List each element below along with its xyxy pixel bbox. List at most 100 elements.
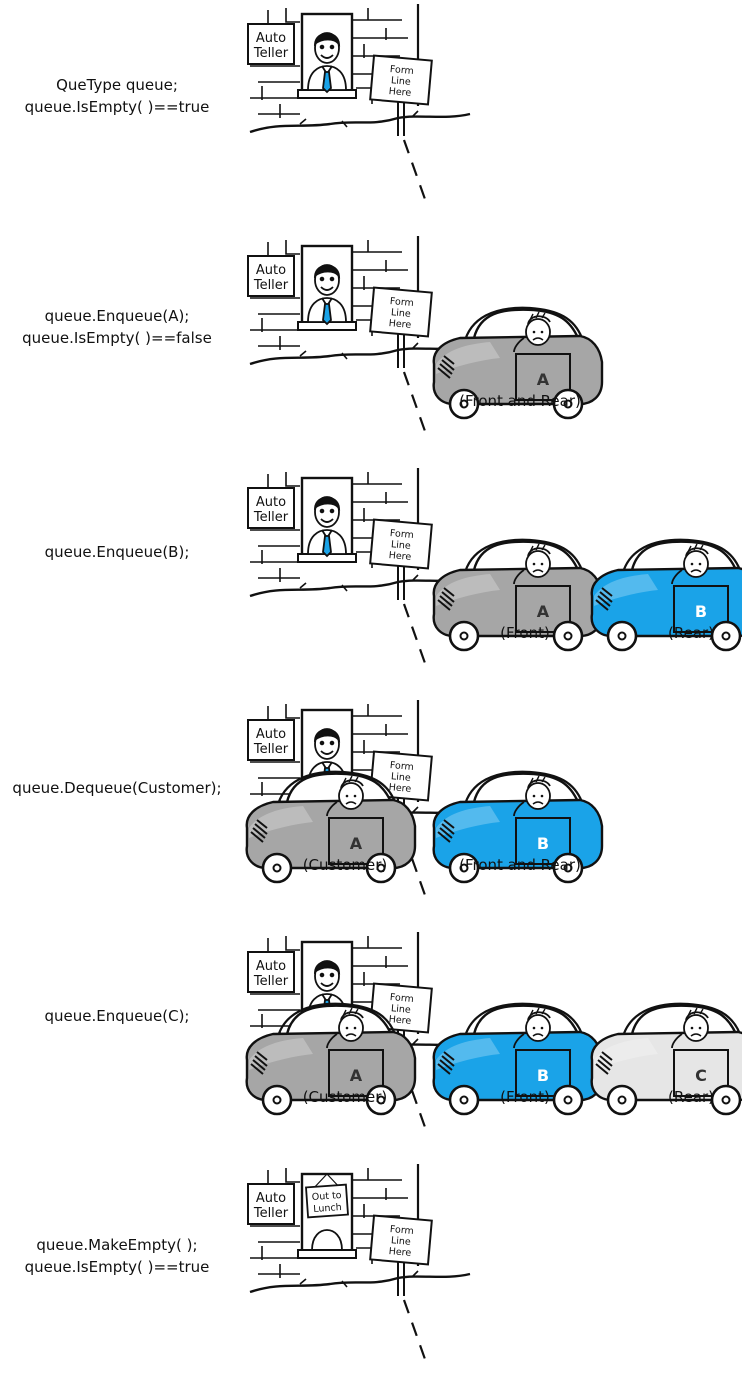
car-letter: A	[350, 1066, 363, 1085]
code-block: queue.Dequeue(Customer);	[2, 777, 232, 799]
code-line: queue.Enqueue(B);	[44, 543, 190, 561]
form-line-sign	[369, 518, 433, 570]
queue-position-label: (Front and Rear)	[459, 392, 581, 410]
code-line: queue.Enqueue(C);	[44, 1007, 190, 1025]
customer-car: A	[245, 770, 417, 884]
customer-label: (Customer)	[302, 1088, 388, 1106]
form-sign-line3: Here	[388, 550, 412, 563]
queue-position-label: (Rear)	[667, 1088, 715, 1106]
queue-car-b: B	[590, 538, 742, 652]
form-sign-line2: Line	[391, 539, 412, 552]
form-sign-line3: Here	[388, 1014, 412, 1027]
out-to-lunch-sign	[305, 1183, 349, 1219]
auto-teller-line1: Auto	[256, 1191, 286, 1206]
queue-dashed-line	[402, 603, 428, 667]
queue-car-a: A	[432, 538, 604, 652]
queue-dashed-line	[402, 139, 428, 203]
tie-icon	[322, 535, 332, 558]
auto-teller-line1: Auto	[256, 727, 286, 742]
auto-teller-line1: Auto	[256, 959, 286, 974]
queue-car-b: B	[432, 1002, 604, 1116]
code-line: queue.IsEmpty( )==true	[24, 1258, 210, 1276]
auto-teller-line2: Teller	[253, 46, 289, 61]
auto-teller-sign	[247, 487, 295, 529]
queue-car-c: C	[590, 1002, 742, 1116]
form-sign-line3: Here	[388, 1246, 412, 1259]
code-block: queue.Enqueue(C);	[2, 1005, 232, 1027]
auto-teller-line2: Teller	[253, 278, 289, 293]
queue-position-label: (Front and Rear)	[459, 856, 581, 874]
queue-position-label: (Front)	[500, 624, 550, 642]
form-line-sign	[369, 54, 433, 106]
ground-line	[249, 112, 471, 134]
tie-icon	[322, 71, 332, 94]
form-sign-line3: Here	[388, 318, 412, 331]
auto-teller-sign	[247, 719, 295, 761]
code-line: queue.MakeEmpty( );	[36, 1236, 198, 1254]
car-letter: B	[537, 1066, 549, 1085]
brick-wall	[250, 8, 408, 118]
form-sign-line3: Here	[388, 782, 412, 795]
ground-line	[249, 576, 471, 598]
queue-car-a: A	[432, 306, 604, 420]
queue-car-b: B	[432, 770, 604, 884]
form-sign-line3: Here	[388, 86, 412, 99]
form-line-sign	[369, 1214, 433, 1266]
auto-teller-sign	[247, 951, 295, 993]
car-letter: C	[695, 1066, 707, 1085]
form-sign-line1: Form	[389, 64, 414, 77]
auto-teller-sign	[247, 1183, 295, 1225]
auto-teller-line2: Teller	[253, 742, 289, 757]
auto-teller-line2: Teller	[253, 510, 289, 525]
form-sign-line2: Line	[391, 771, 412, 784]
form-sign-line2: Line	[391, 307, 412, 320]
customer-label: (Customer)	[302, 856, 388, 874]
car-letter: A	[537, 602, 550, 621]
car-letter: A	[350, 834, 363, 853]
form-sign-line1: Form	[389, 528, 414, 541]
code-block: queue.Enqueue(B);	[2, 541, 232, 563]
ground-line	[249, 344, 471, 366]
form-sign-line1: Form	[389, 760, 414, 773]
teller-person	[307, 32, 347, 94]
code-line: queue.IsEmpty( )==true	[24, 98, 210, 116]
tie-icon	[322, 303, 332, 326]
code-line: queue.Enqueue(A);	[44, 307, 190, 325]
queue-position-label: (Rear)	[667, 624, 715, 642]
teller-counter	[297, 1249, 357, 1259]
auto-teller-line2: Teller	[253, 1206, 289, 1221]
customer-car: A	[245, 1002, 417, 1116]
auto-teller-line1: Auto	[256, 495, 286, 510]
auto-teller-sign	[247, 23, 295, 65]
form-sign-line2: Line	[391, 1235, 412, 1248]
form-sign-line2: Line	[391, 1003, 412, 1016]
car-letter: A	[537, 370, 550, 389]
code-block: queue.Enqueue(A);queue.IsEmpty( )==false	[2, 305, 232, 349]
closed-sign-line2: Lunch	[313, 1202, 342, 1215]
auto-teller-line1: Auto	[256, 263, 286, 278]
teller-person	[307, 264, 347, 326]
auto-teller-sign	[247, 255, 295, 297]
ground-line	[249, 1272, 471, 1294]
form-sign-line1: Form	[389, 1224, 414, 1237]
auto-teller-line1: Auto	[256, 31, 286, 46]
teller-person	[307, 496, 347, 558]
car-letter: B	[695, 602, 707, 621]
form-sign-line2: Line	[391, 75, 412, 88]
